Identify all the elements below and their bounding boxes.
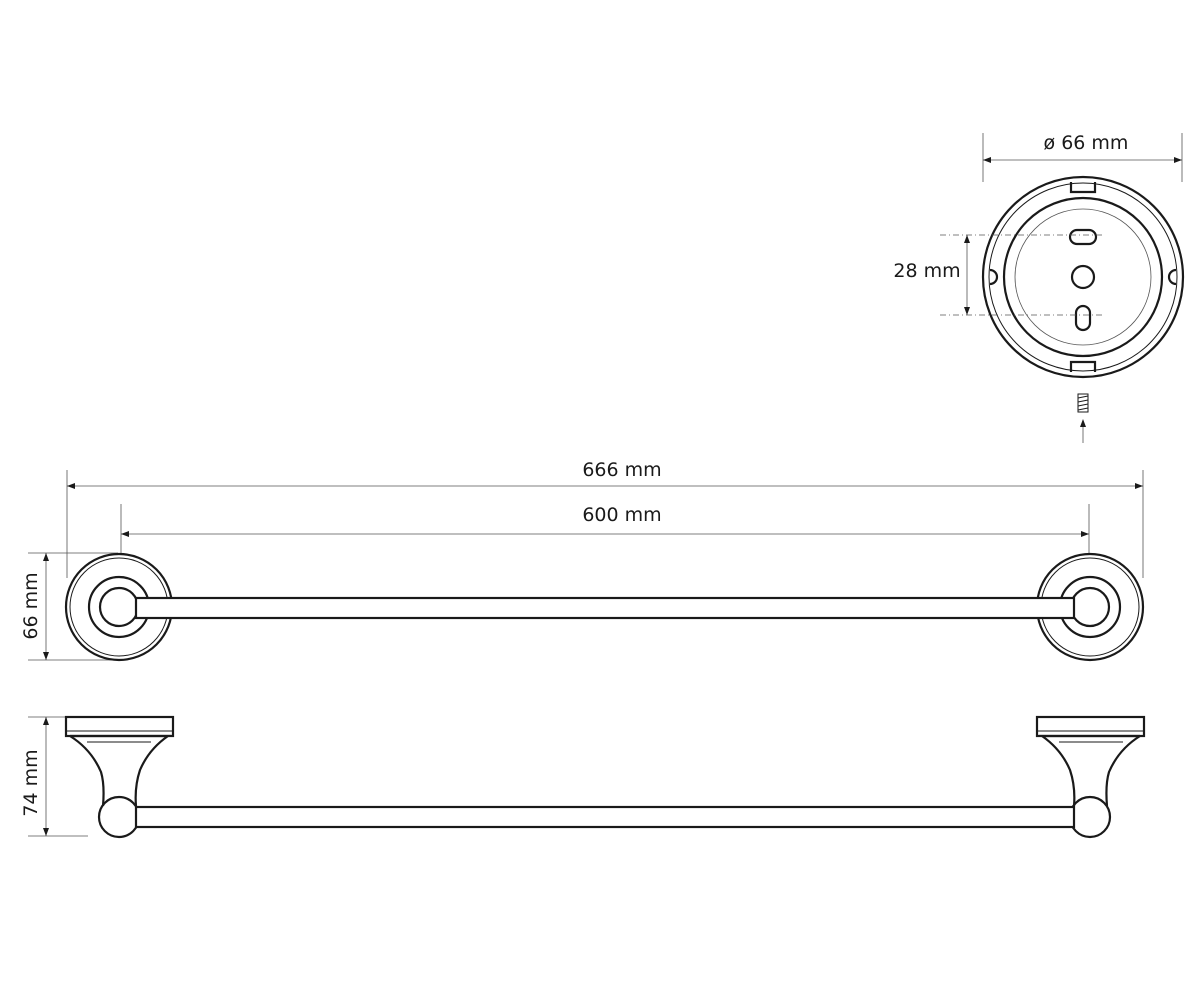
hole-spacing-label: 28 mm [893, 260, 960, 282]
grub-screw-icon [1077, 393, 1089, 413]
plate-diameter-label: ø 66 mm [1044, 132, 1129, 154]
front-bar [134, 596, 1076, 620]
right-bracket [1035, 715, 1146, 839]
side-bar [134, 805, 1076, 829]
overall-length-label: 666 mm [582, 459, 661, 481]
bar-length-label: 600 mm [582, 504, 661, 526]
base-plate-detail: ø 66 mm 28 mm [893, 132, 1185, 443]
side-view: 74 mm [20, 715, 1146, 839]
front-height-label: 66 mm [20, 572, 42, 639]
side-depth-label: 74 mm [20, 749, 42, 816]
front-view: 666 mm 600 mm 66 mm [20, 459, 1145, 662]
